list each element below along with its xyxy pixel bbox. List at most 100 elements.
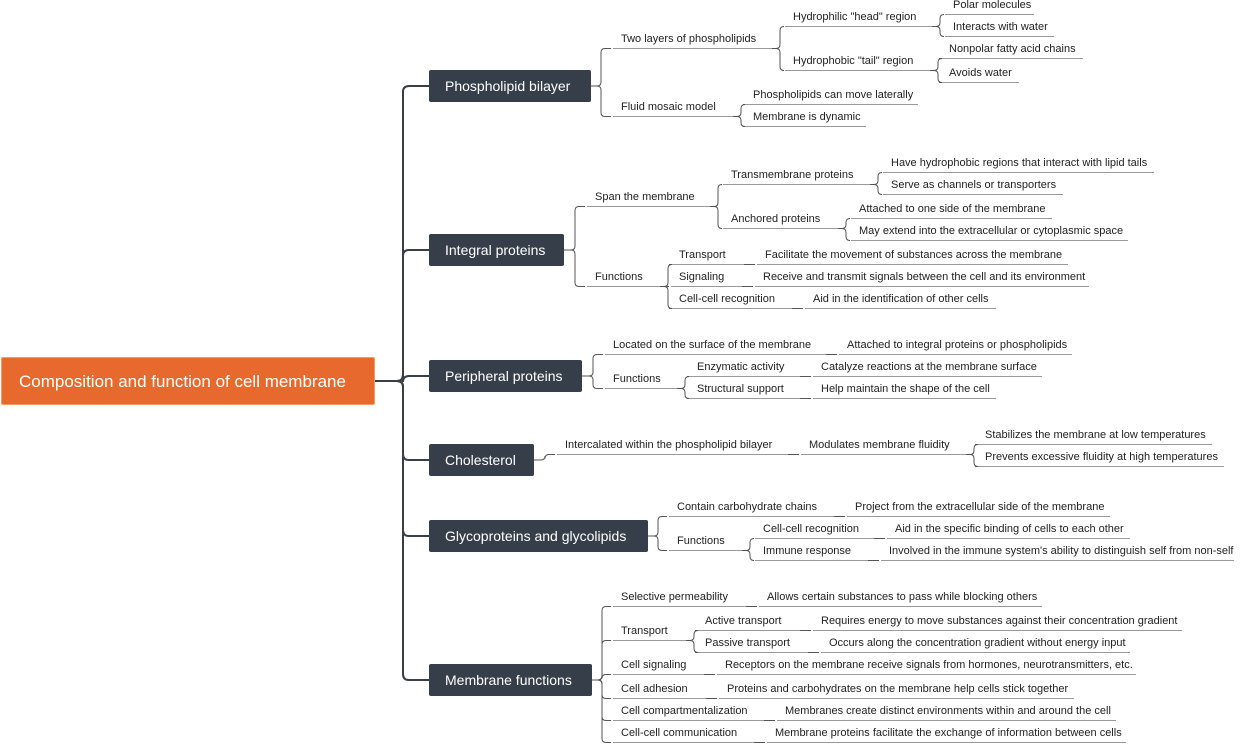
node-immune-response[interactable]: Immune response <box>763 545 852 557</box>
node-aid-in-the-specific-binding-of-cells-to-each-other[interactable]: Aid in the specific binding of cells to … <box>895 523 1124 535</box>
branch-connector <box>677 376 690 389</box>
branch-connector <box>932 26 945 37</box>
node-requires-energy-to-move-substances-against-their-concentration-gradient[interactable]: Requires energy to move substances again… <box>821 615 1178 627</box>
node-proteins-and-carbohydrates-on-the-membrane-help-cells-stick-together[interactable]: Proteins and carbohydrates on the membra… <box>727 683 1069 695</box>
branch-connector <box>966 444 979 455</box>
node-catalyze-reactions-at-the-membrane-surface[interactable]: Catalyze reactions at the membrane surfa… <box>821 361 1037 373</box>
root-connector <box>375 249 431 382</box>
node-span-the-membrane[interactable]: Span the membrane <box>595 191 695 203</box>
node-structural-support[interactable]: Structural support <box>697 383 784 395</box>
branch-phospholipid-bilayer[interactable]: Phospholipid bilayer <box>429 70 591 102</box>
node-functions[interactable]: Functions <box>595 271 643 283</box>
node-two-layers-of-phospholipids[interactable]: Two layers of phospholipids <box>621 33 757 45</box>
branch-connector <box>648 516 667 537</box>
node-membrane-is-dynamic[interactable]: Membrane is dynamic <box>753 111 861 123</box>
node-transport[interactable]: Transport <box>679 249 726 261</box>
node-stabilizes-the-membrane-at-low-temperatures[interactable]: Stabilizes the membrane at low temperatu… <box>985 429 1206 441</box>
branch-connector <box>838 218 851 229</box>
branch-connector <box>733 116 746 127</box>
node-nonpolar-fatty-acid-chains[interactable]: Nonpolar fatty acid chains <box>949 43 1076 55</box>
node-modulates-membrane-fluidity[interactable]: Modulates membrane fluidity <box>809 439 950 451</box>
node-fluid-mosaic-model[interactable]: Fluid mosaic model <box>621 101 716 113</box>
branch-connector <box>592 679 611 743</box>
node-receptors-on-the-membrane-receive-signals-from-hormones-neurotransmitters-etc[interactable]: Receptors on the membrane receive signal… <box>725 659 1133 671</box>
node-allows-certain-substances-to-pass-while-blocking-others[interactable]: Allows certain substances to pass while … <box>767 591 1038 603</box>
branch-connector <box>838 228 851 241</box>
branch-connector <box>582 354 603 377</box>
branch-connector <box>591 48 611 87</box>
node-involved-in-the-immune-system-s-ability-to-distinguish-self-from-non-self[interactable]: Involved in the immune system's ability … <box>889 545 1234 557</box>
branch-connector <box>660 264 673 287</box>
branch-connector <box>582 375 603 389</box>
branch-membrane-functions[interactable]: Membrane functions <box>429 664 592 696</box>
branch-connector <box>930 58 943 71</box>
node-membrane-proteins-facilitate-the-exchange-of-information-between-cells[interactable]: Membrane proteins facilitate the exchang… <box>775 727 1122 739</box>
node-active-transport[interactable]: Active transport <box>705 615 782 627</box>
node-phospholipids-can-move-laterally[interactable]: Phospholipids can move laterally <box>753 89 914 101</box>
branch-connector <box>742 550 755 561</box>
node-receive-and-transmit-signals-between-the-cell-and-its-environment[interactable]: Receive and transmit signals between the… <box>763 271 1086 283</box>
branch-connector <box>686 640 699 653</box>
branch-connector <box>932 14 945 27</box>
node-contain-carbohydrate-chains[interactable]: Contain carbohydrate chains <box>677 501 818 513</box>
node-facilitate-the-movement-of-substances-across-the-membrane[interactable]: Facilitate the movement of substances ac… <box>765 249 1063 261</box>
branch-connector <box>772 48 785 71</box>
node-cell-cell-recognition[interactable]: Cell-cell recognition <box>763 523 859 535</box>
node-occurs-along-the-concentration-gradient-without-energy-input[interactable]: Occurs along the concentration gradient … <box>829 637 1126 649</box>
node-located-on-the-surface-of-the-membrane[interactable]: Located on the surface of the membrane <box>613 339 812 351</box>
branch-connector <box>686 630 699 641</box>
node-attached-to-one-side-of-the-membrane[interactable]: Attached to one side of the membrane <box>859 203 1046 215</box>
branch-cholesterol[interactable]: Cholesterol <box>429 444 534 476</box>
node-prevents-excessive-fluidity-at-high-temperatures[interactable]: Prevents excessive fluidity at high temp… <box>985 451 1218 463</box>
branch-connector <box>772 26 785 49</box>
node-project-from-the-extracellular-side-of-the-membrane[interactable]: Project from the extracellular side of t… <box>855 501 1105 513</box>
branch-connector <box>710 184 723 207</box>
node-enzymatic-activity[interactable]: Enzymatic activity <box>697 361 785 373</box>
branch-connector <box>966 454 979 467</box>
branch-connector <box>742 538 755 551</box>
node-cell-cell-recognition[interactable]: Cell-cell recognition <box>679 293 775 305</box>
node-hydrophobic-tail-region[interactable]: Hydrophobic "tail" region <box>793 55 914 67</box>
branch-peripheral-proteins[interactable]: Peripheral proteins <box>429 360 582 392</box>
node-selective-permeability[interactable]: Selective permeability <box>621 591 728 603</box>
node-membranes-create-distinct-environments-within-and-around-the-cell[interactable]: Membranes create distinct environments w… <box>785 705 1111 717</box>
node-have-hydrophobic-regions-that-interact-with-lipid-tails[interactable]: Have hydrophobic regions that interact w… <box>891 157 1148 169</box>
node-polar-molecules[interactable]: Polar molecules <box>953 0 1032 11</box>
branch-connector <box>930 70 943 83</box>
node-may-extend-into-the-extracellular-or-cytoplasmic-space[interactable]: May extend into the extracellular or cyt… <box>859 225 1124 237</box>
node-help-maintain-the-shape-of-the-cell[interactable]: Help maintain the shape of the cell <box>821 383 990 395</box>
branch-connector <box>534 454 555 461</box>
node-transmembrane-proteins[interactable]: Transmembrane proteins <box>731 169 854 181</box>
node-cell-adhesion[interactable]: Cell adhesion <box>621 683 688 695</box>
branch-connector <box>564 249 585 287</box>
node-cell-cell-communication[interactable]: Cell-cell communication <box>621 727 738 739</box>
node-serve-as-channels-or-transporters[interactable]: Serve as channels or transporters <box>891 179 1057 191</box>
node-attached-to-integral-proteins-or-phospholipids[interactable]: Attached to integral proteins or phospho… <box>847 339 1068 351</box>
branch-connector <box>564 206 585 251</box>
branch-integral-proteins[interactable]: Integral proteins <box>429 234 564 266</box>
node-cell-compartmentalization[interactable]: Cell compartmentalization <box>621 705 748 717</box>
root-connector <box>375 380 431 681</box>
branch-connector <box>870 184 883 195</box>
branch-connector <box>710 206 723 229</box>
node-aid-in-the-identification-of-other-cells[interactable]: Aid in the identification of other cells <box>813 293 989 305</box>
node-avoids-water[interactable]: Avoids water <box>949 67 1012 79</box>
branch-glycoproteins-and-glycolipids[interactable]: Glycoproteins and glycolipids <box>429 520 648 552</box>
node-interacts-with-water[interactable]: Interacts with water <box>953 21 1048 33</box>
node-anchored-proteins[interactable]: Anchored proteins <box>731 213 821 225</box>
root-topic[interactable]: Composition and function of cell membran… <box>1 357 375 405</box>
node-functions[interactable]: Functions <box>677 535 725 547</box>
branch-connector <box>733 104 746 117</box>
node-hydrophilic-head-region[interactable]: Hydrophilic "head" region <box>793 11 917 23</box>
node-passive-transport[interactable]: Passive transport <box>705 637 790 649</box>
branch-connector <box>677 388 690 399</box>
branch-connector <box>591 85 611 117</box>
branch-connector <box>660 286 673 309</box>
node-signaling[interactable]: Signaling <box>679 271 725 283</box>
node-transport[interactable]: Transport <box>621 625 668 637</box>
node-cell-signaling[interactable]: Cell signaling <box>621 659 687 671</box>
node-intercalated-within-the-phospholipid-bilayer[interactable]: Intercalated within the phospholipid bil… <box>565 439 773 451</box>
node-functions[interactable]: Functions <box>613 373 661 385</box>
